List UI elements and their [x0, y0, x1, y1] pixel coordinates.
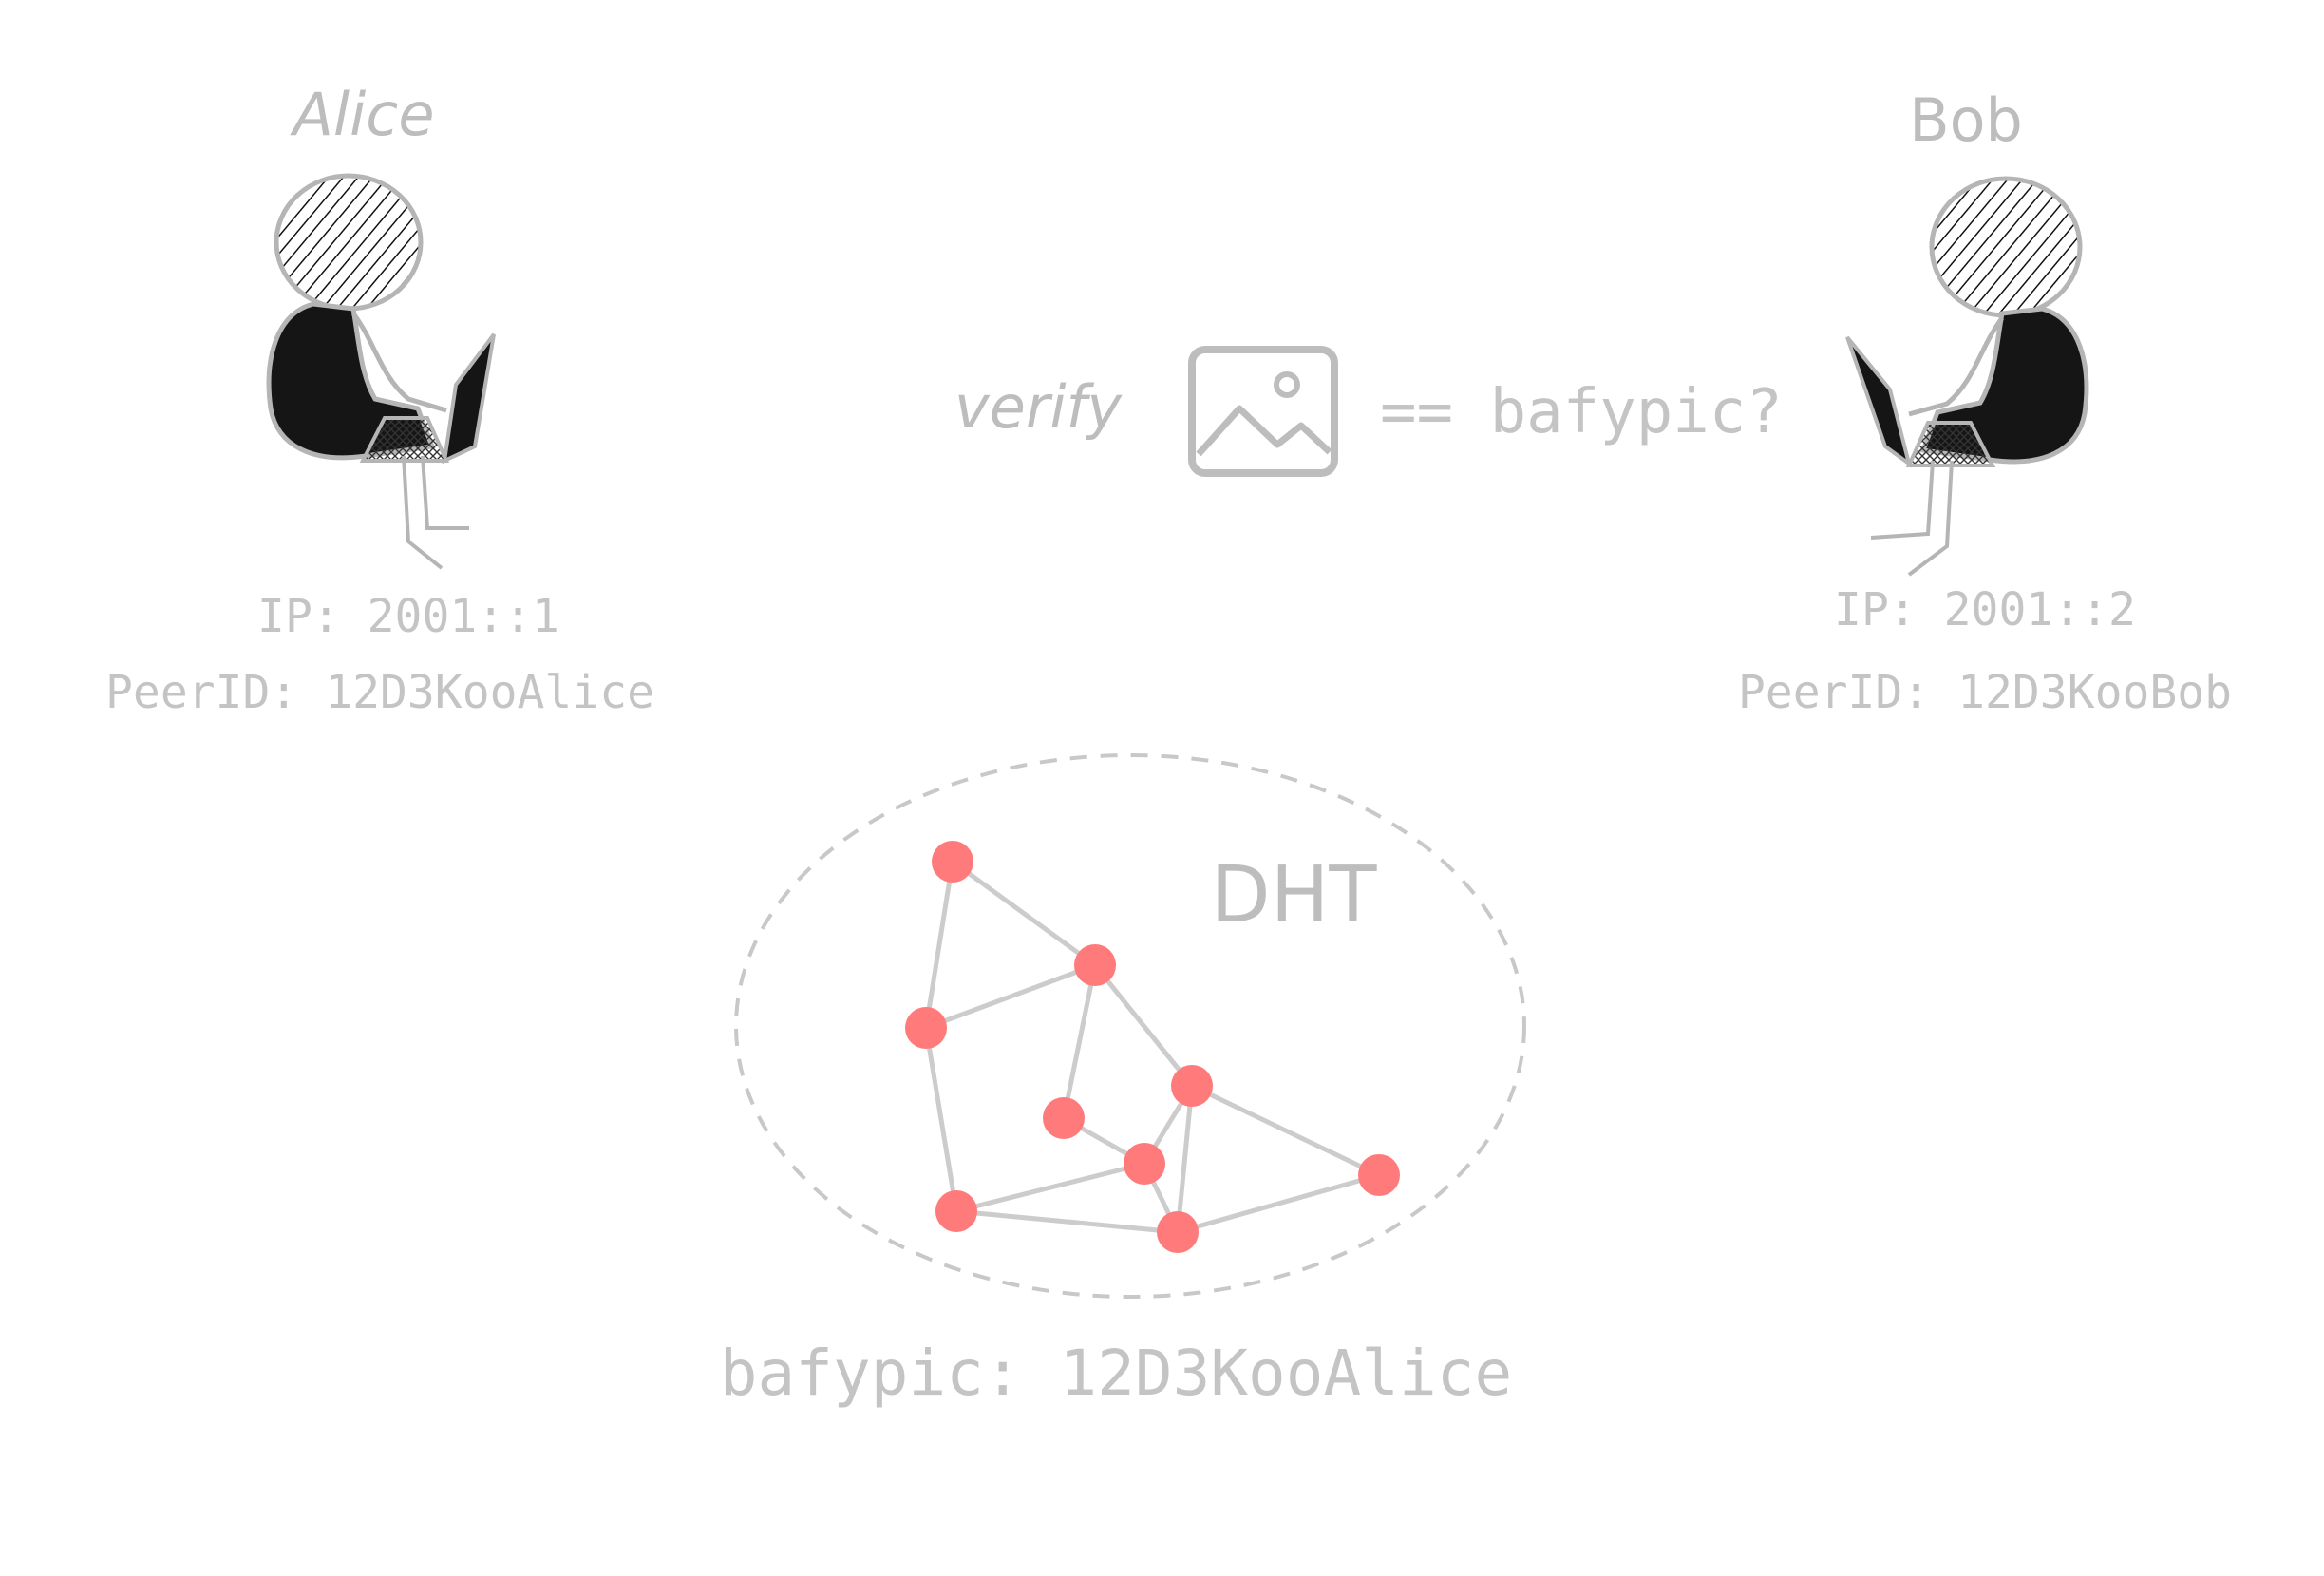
- alice-arm: [351, 312, 447, 413]
- dht-edge: [951, 859, 1097, 968]
- dht-cloud: DHT bafypic: 12D3KooAlice: [720, 753, 1526, 1410]
- alice-ip: IP: 2001::1: [257, 590, 559, 643]
- dht-node: [1124, 1143, 1165, 1185]
- dht-record: bafypic: 12D3KooAlice: [720, 1337, 1512, 1410]
- alice-name: Alice: [289, 80, 434, 149]
- alice-laptop-base: [359, 416, 450, 463]
- dht-edge: [955, 1161, 1145, 1214]
- dht-edge: [925, 962, 1096, 1031]
- alice-head: [274, 173, 424, 312]
- dht-edge: [1175, 1085, 1195, 1233]
- dht-node: [935, 1190, 977, 1232]
- bob-head: [1929, 176, 2083, 318]
- dht-node: [932, 841, 973, 883]
- bob-peer-id: PeerID: 12D3KooBob: [1738, 666, 2232, 719]
- bob-leg-front: [1870, 460, 1935, 540]
- bob-leg-back: [1907, 460, 1954, 577]
- verify-suffix: == bafypic?: [1380, 377, 1783, 447]
- alice-laptop-screen: [442, 332, 496, 465]
- bob-arm: [1908, 316, 2004, 417]
- bob-laptop-screen: [1845, 335, 1913, 468]
- bob-laptop-base: [1905, 421, 1996, 467]
- alice-leg-front: [421, 455, 469, 530]
- dht-edge: [923, 861, 955, 1029]
- dht-node: [1358, 1154, 1400, 1196]
- dht-boundary: [734, 753, 1526, 1299]
- bob-name: Bob: [1909, 85, 2023, 155]
- verify-label: verify: [954, 372, 1123, 442]
- alice-leg-back: [402, 455, 444, 570]
- dht-node-graph: [905, 841, 1400, 1253]
- image-icon: [1188, 346, 1338, 477]
- alice-person: Alice IP: 2001::1 PeerID: 12D3KooAlice: [105, 80, 654, 719]
- dht-label: DHT: [1211, 850, 1378, 940]
- dht-edge: [1093, 963, 1194, 1088]
- dht-node: [1043, 1097, 1085, 1139]
- dht-edge: [1190, 1083, 1381, 1178]
- dht-edge: [923, 1027, 959, 1212]
- dht-edge: [1061, 964, 1098, 1119]
- dht-node: [1157, 1211, 1199, 1253]
- bob-ip: IP: 2001::2: [1834, 583, 2136, 636]
- dht-edge: [955, 1208, 1179, 1235]
- bob-person: Bob IP: 2001::2 PeerID: 12D3KooBob: [1738, 85, 2232, 719]
- dht-edge: [1177, 1172, 1380, 1235]
- alice-peer-id: PeerID: 12D3KooAlice: [105, 666, 654, 719]
- bob-figure-icon: [1845, 176, 2089, 577]
- dht-node: [905, 1007, 947, 1049]
- alice-figure-icon: [266, 173, 496, 570]
- dht-node: [1171, 1065, 1213, 1107]
- verify-row: verify == bafypic?: [954, 346, 1783, 477]
- dht-node: [1074, 944, 1116, 986]
